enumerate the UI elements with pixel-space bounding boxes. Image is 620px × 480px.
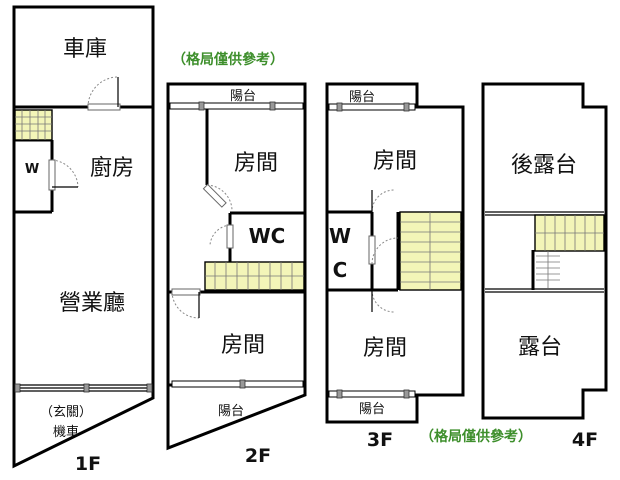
balcony-3f-bottom-label: 陽台 (359, 402, 385, 417)
floor-4f-outline (481, 82, 608, 420)
door-wc-3f (368, 235, 399, 265)
balcony-2f-top-label: 陽台 (230, 89, 256, 104)
door-w (48, 159, 79, 191)
room-2f-bottom-label: 房間 (221, 333, 265, 358)
floor-1f-outline (12, 5, 155, 469)
terrace-label: 露台 (518, 335, 562, 360)
stairs-4f (534, 214, 605, 288)
hall-label: 營業廳 (59, 291, 125, 316)
door-room-3f-top (371, 189, 395, 213)
room-2f-top-label: 房間 (234, 151, 278, 176)
balcony-2f-bottom-label: 陽台 (218, 404, 244, 419)
room-3f-top-label: 房間 (373, 149, 417, 174)
floor-tag-1f: 1F (75, 453, 101, 475)
disclaimer-bottom: （格局僅供參考） (420, 428, 532, 445)
w-label: W (25, 162, 39, 177)
floor-3f-outline (325, 82, 465, 424)
door-room-2f (202, 183, 233, 211)
wc-3f-w-label: W (329, 224, 351, 248)
window-3f-bottom (328, 389, 416, 399)
door-garage (87, 76, 121, 111)
door-room-2f-bottom (171, 288, 201, 319)
wc-3f-c-label: C (333, 258, 348, 282)
kitchen-label: 廚房 (90, 156, 134, 181)
floor-1f: 車庫 廚房 W 營業廳 （玄關） 機車 1F (12, 5, 155, 475)
floor-4f: 後露台 露台 4F (481, 82, 608, 451)
balcony-3f-top-label: 陽台 (349, 90, 375, 105)
window-entry (14, 383, 153, 393)
rear-terrace-label: 後露台 (511, 153, 577, 178)
motorcycle-label: 機車 (53, 425, 79, 440)
window-3f-top (328, 102, 416, 112)
stairs-3f (399, 211, 462, 291)
entry-label: （玄關） (40, 405, 92, 420)
room-3f-bottom-label: 房間 (363, 336, 407, 361)
door-wc-2f (209, 224, 234, 249)
stairs-2f (204, 261, 305, 291)
window-2f-bottom (171, 379, 304, 389)
floor-2f-outline (166, 82, 307, 451)
floor-tag-4f: 4F (572, 429, 598, 451)
floor-tag-3f: 3F (367, 429, 393, 451)
floor-tag-2f: 2F (245, 445, 271, 467)
window-2f-top (169, 101, 304, 111)
floor-2f: 陽台 房間 WC 房間 陽台 2F (166, 82, 307, 467)
floor-3f: 陽台 房間 W C 房間 陽台 3F (325, 82, 465, 451)
garage-label: 車庫 (63, 37, 107, 62)
stairs-1f (14, 109, 53, 141)
wc-2f-label: WC (249, 224, 286, 248)
door-room-3f-bottom (371, 289, 395, 313)
disclaimer-top: （格局僅供參考） (172, 51, 284, 68)
